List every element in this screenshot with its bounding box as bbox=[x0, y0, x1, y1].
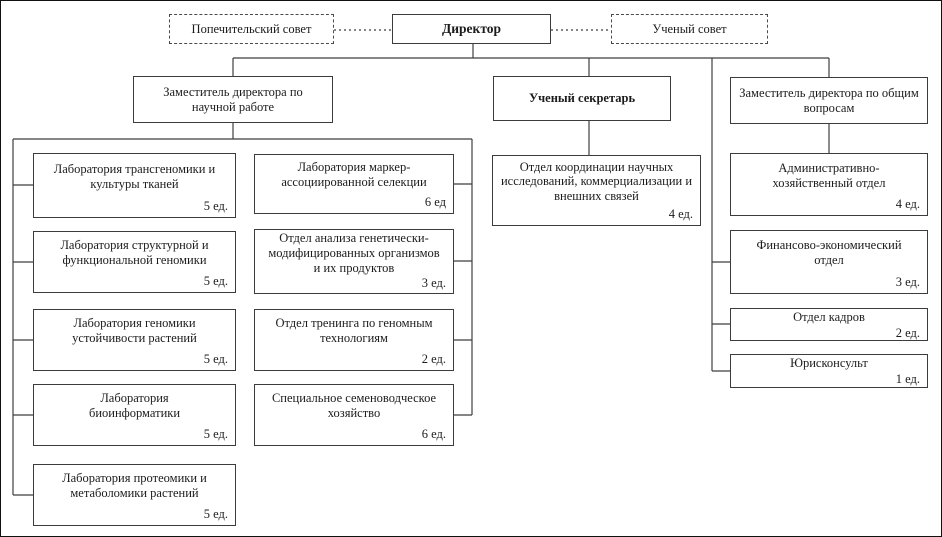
org-unit-count: 3 ед. bbox=[895, 275, 920, 290]
org-unit-label: Отдел анализа генетически-модифицированн… bbox=[268, 231, 440, 275]
org-unit-label: Отдел тренинга по геномным технологиям bbox=[275, 316, 433, 346]
box-coordination-department: Отдел координации научных исследований, … bbox=[492, 155, 701, 226]
box-trustee-council: Попечительский совет bbox=[169, 14, 334, 44]
box-academic-council: Ученый совет bbox=[611, 14, 768, 44]
org-unit-count: 4 ед. bbox=[668, 207, 693, 222]
box-academic-council-label: Ученый совет bbox=[652, 21, 727, 36]
box-scientific-secretary-label: Ученый секретарь bbox=[528, 91, 636, 106]
org-unit-count: 5 ед. bbox=[203, 274, 228, 289]
box-lab-bioinformatics: Лаборатория биоинформатики 5 ед. bbox=[33, 384, 236, 446]
org-unit-label: Отдел координации научных исследований, … bbox=[500, 159, 693, 204]
box-lab-transgenomics: Лаборатория трансгеномики и культуры тка… bbox=[33, 153, 236, 218]
org-unit-count: 1 ед. bbox=[895, 371, 920, 386]
org-unit-label: Лаборатория трансгеномики и культуры тка… bbox=[53, 161, 216, 191]
box-deputy-general-label: Заместитель директора по общим вопросам bbox=[739, 85, 919, 115]
box-lab-structural-genomics: Лаборатория структурной и функциональной… bbox=[33, 231, 236, 293]
org-unit-count: 5 ед. bbox=[203, 352, 228, 367]
box-genome-training-department: Отдел тренинга по геномным технологиям 2… bbox=[254, 309, 454, 371]
box-gmo-analysis-department: Отдел анализа генетически-модифицированн… bbox=[254, 229, 454, 294]
org-unit-count: 4 ед. bbox=[895, 197, 920, 212]
box-seed-farm: Специальное семеноводческое хозяйство 6 … bbox=[254, 384, 454, 446]
org-unit-count: 6 ед. bbox=[421, 427, 446, 442]
org-unit-label: Специальное семеноводческое хозяйство bbox=[271, 391, 437, 421]
org-unit-count: 6 ед bbox=[424, 195, 446, 210]
box-director-label: Директор bbox=[441, 21, 502, 37]
org-unit-label: Лаборатория протеомики и метаболомики ра… bbox=[62, 471, 207, 501]
org-unit-count: 3 ед. bbox=[421, 276, 446, 291]
org-unit-label: Административно-хозяйственный отдел bbox=[772, 160, 886, 190]
org-unit-count: 2 ед. bbox=[895, 325, 920, 340]
box-trustee-council-label: Попечительский совет bbox=[191, 21, 312, 36]
org-unit-label: Лаборатория геномики устойчивости растен… bbox=[72, 316, 197, 346]
org-unit-count: 2 ед. bbox=[421, 352, 446, 367]
box-lab-marker-selection: Лаборатория маркер-ассоциированной селек… bbox=[254, 154, 454, 214]
box-director: Директор bbox=[392, 14, 551, 44]
box-deputy-science-label: Заместитель директора по научной работе bbox=[163, 84, 303, 114]
org-unit-label: Лаборатория маркер-ассоциированной селек… bbox=[281, 160, 427, 190]
box-deputy-general: Заместитель директора по общим вопросам bbox=[730, 77, 928, 124]
org-unit-count: 5 ед. bbox=[203, 199, 228, 214]
box-scientific-secretary: Ученый секретарь bbox=[493, 76, 671, 121]
box-lab-proteomics: Лаборатория протеомики и метаболомики ра… bbox=[33, 464, 236, 526]
org-unit-label: Юрисконсульт bbox=[790, 356, 868, 370]
org-unit-count: 5 ед. bbox=[203, 427, 228, 442]
solid-connectors bbox=[12, 44, 830, 496]
org-unit-label: Финансово-экономический отдел bbox=[756, 238, 902, 268]
org-unit-label: Лаборатория структурной и функциональной… bbox=[60, 238, 209, 268]
org-unit-label: Отдел кадров bbox=[793, 310, 865, 324]
box-hr-department: Отдел кадров 2 ед. bbox=[730, 308, 928, 341]
org-unit-count: 5 ед. bbox=[203, 507, 228, 522]
org-unit-label: Лаборатория биоинформатики bbox=[88, 391, 181, 421]
box-legal-counsel: Юрисконсульт 1 ед. bbox=[730, 354, 928, 388]
box-deputy-science: Заместитель директора по научной работе bbox=[133, 76, 333, 123]
box-finance-department: Финансово-экономический отдел 3 ед. bbox=[730, 230, 928, 294]
box-lab-plant-resistance-genomics: Лаборатория геномики устойчивости растен… bbox=[33, 309, 236, 371]
box-admin-economic-department: Административно-хозяйственный отдел 4 ед… bbox=[730, 153, 928, 216]
